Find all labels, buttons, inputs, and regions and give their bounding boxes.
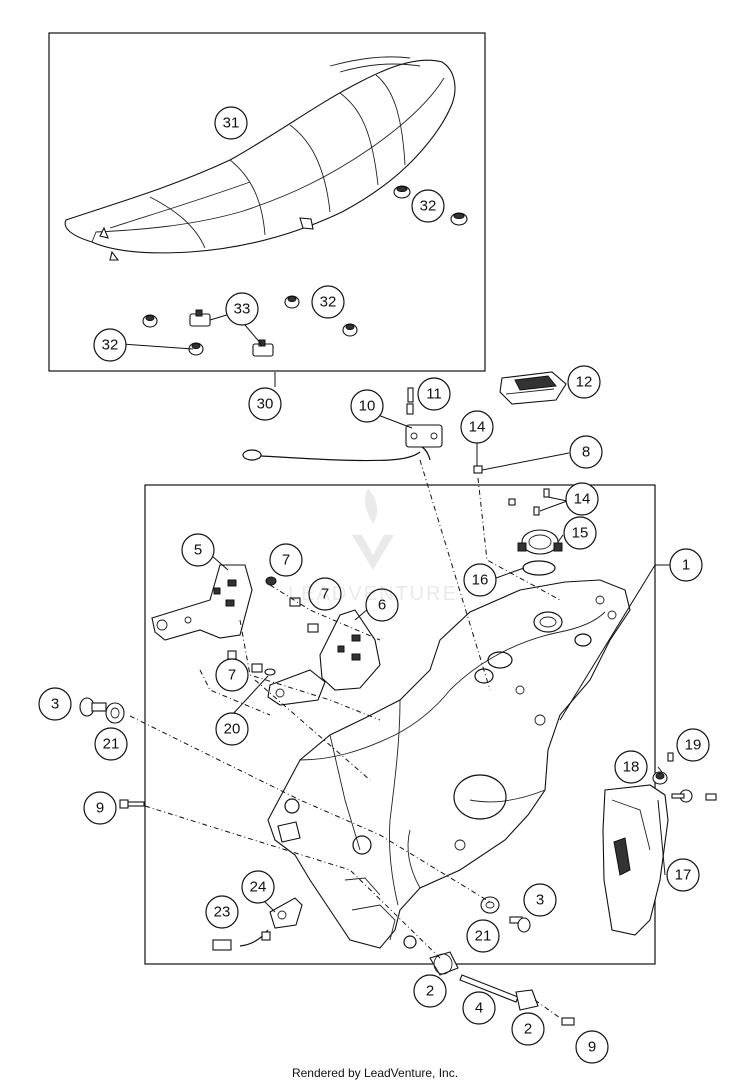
svg-text:21: 21 [103,736,120,753]
fuel-pump-flange [517,529,563,576]
side-cover [602,752,717,936]
svg-text:14: 14 [469,419,486,436]
callout-19: 19 [676,728,710,762]
callout-32-left: 32 [93,328,127,362]
callout-33: 33 [225,292,259,326]
svg-text:23: 23 [214,904,231,921]
svg-text:14: 14 [574,491,591,508]
lower-spacers [429,951,575,1026]
svg-text:20: 20 [224,721,241,738]
callout-8: 8 [569,435,603,469]
svg-text:19: 19 [685,737,702,754]
callout-11: 11 [417,377,451,411]
callout-23: 23 [205,895,239,929]
callout-9-left: 9 [83,791,117,825]
seat-illustration [64,56,456,261]
svg-text:10: 10 [359,398,376,415]
tank-group-frame [144,484,656,965]
callout-12: 12 [567,365,601,399]
svg-text:1: 1 [682,557,690,574]
svg-text:2: 2 [426,983,434,1000]
watermark: LEADVENTURE [288,488,458,605]
callout-14-top: 14 [460,410,494,444]
svg-text:32: 32 [102,337,119,354]
svg-text:9: 9 [588,1039,596,1056]
callout-10: 10 [350,389,384,423]
callout-9-right: 9 [575,1030,609,1064]
callout-20: 20 [215,712,249,746]
seat-rubber-parts [142,185,468,357]
callout-30: 30 [248,387,282,421]
callout-3-left: 3 [38,687,72,721]
footer-credit: Rendered by LeadVenture, Inc. [291,1066,459,1080]
callout-21-right: 21 [466,919,500,953]
svg-text:12: 12 [576,374,593,391]
svg-text:11: 11 [426,386,442,403]
callout-7-lower: 7 [215,658,249,692]
seat-lock-cable [242,387,443,462]
callout-2-upper: 2 [413,974,447,1008]
tank-screws [473,465,550,516]
callout-31: 31 [214,106,248,140]
rubber-mounts-right [480,896,531,933]
svg-text:5: 5 [194,542,202,559]
callout-17: 17 [666,858,700,892]
svg-text:16: 16 [472,572,489,589]
svg-text:21: 21 [475,928,492,945]
svg-text:3: 3 [51,696,59,713]
svg-text:3: 3 [536,892,544,909]
svg-text:32: 32 [420,198,437,215]
leader-lines [121,313,670,913]
fuel-tank-illustration [267,579,631,949]
callout-7-top: 7 [269,543,303,577]
svg-text:9: 9 [96,800,104,817]
svg-text:7: 7 [228,667,236,684]
callout-4: 4 [462,991,496,1025]
bracket-fasteners [227,576,319,676]
bolt-left [119,799,145,809]
callout-1: 1 [669,548,703,582]
callout-16: 16 [463,563,497,597]
svg-text:24: 24 [250,879,267,896]
svg-text:6: 6 [378,597,386,614]
callout-7-middle: 7 [308,577,342,611]
svg-text:8: 8 [582,444,590,461]
svg-text:15: 15 [572,525,589,542]
sensor-bracket [212,897,303,951]
svg-text:33: 33 [234,301,251,318]
callout-14-lower: 14 [565,482,599,516]
callout-15: 15 [563,516,597,550]
seat-group-frame [48,32,486,372]
side-brackets [151,564,381,706]
rubber-mounts-left [79,697,125,724]
cap-cover [499,371,567,405]
callout-18: 18 [614,750,648,784]
svg-text:18: 18 [623,759,640,776]
watermark-text: LEADVENTURE [288,583,458,605]
svg-text:2: 2 [524,1021,532,1038]
callout-32-middle: 32 [311,285,345,319]
svg-text:7: 7 [321,586,329,603]
svg-text:17: 17 [675,867,692,884]
assembly-dash-lines [129,459,561,1019]
svg-text:32: 32 [320,294,337,311]
callout-6: 6 [365,588,399,622]
svg-text:30: 30 [257,396,274,413]
callout-32-top: 32 [411,189,445,223]
callout-5: 5 [181,533,215,567]
callout-3-right: 3 [523,883,557,917]
svg-text:7: 7 [282,552,290,569]
svg-text:4: 4 [475,1000,483,1017]
callout-2-lower: 2 [511,1012,545,1046]
svg-text:31: 31 [223,115,240,132]
callout-24: 24 [241,870,275,904]
callout-21-left: 21 [94,727,128,761]
